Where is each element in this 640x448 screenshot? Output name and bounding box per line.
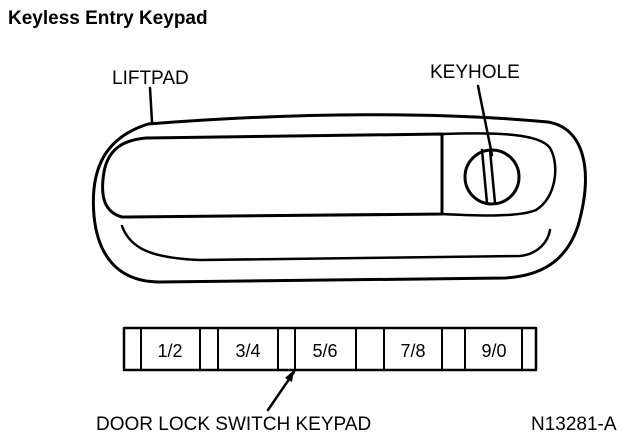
diagram-title: Keyless Entry Keypad [8,8,208,29]
keypad-key-1-2: 1/2 [157,341,182,361]
keypad-label: DOOR LOCK SWITCH KEYPAD [96,414,371,435]
keyhole-slot-left [480,148,489,205]
keyhole-slot-right [488,148,497,205]
handle-lower-groove [120,224,552,262]
handle-outer-housing [91,113,587,284]
door-lock-switch-keypad: 1/2 3/4 5/6 7/8 9/0 [122,326,538,372]
keypad-key-7-8: 7/8 [400,341,425,361]
keypad-key-9-0: 9/0 [481,341,506,361]
keypad-key-3-4: 3/4 [235,341,260,361]
keypad-frame [122,326,538,372]
liftpad-leader [148,86,154,124]
keyhole-label: KEYHOLE [430,62,520,83]
keyhole-housing [440,132,557,217]
figure-reference: N13281-A [531,414,617,435]
door-handle [91,113,587,284]
keypad-leader-arrowhead [285,370,294,382]
keyhole-leader [476,84,494,157]
liftpad-label: LIFTPAD [112,68,189,89]
keypad-key-5-6: 5/6 [312,341,337,361]
liftpad [101,132,444,219]
